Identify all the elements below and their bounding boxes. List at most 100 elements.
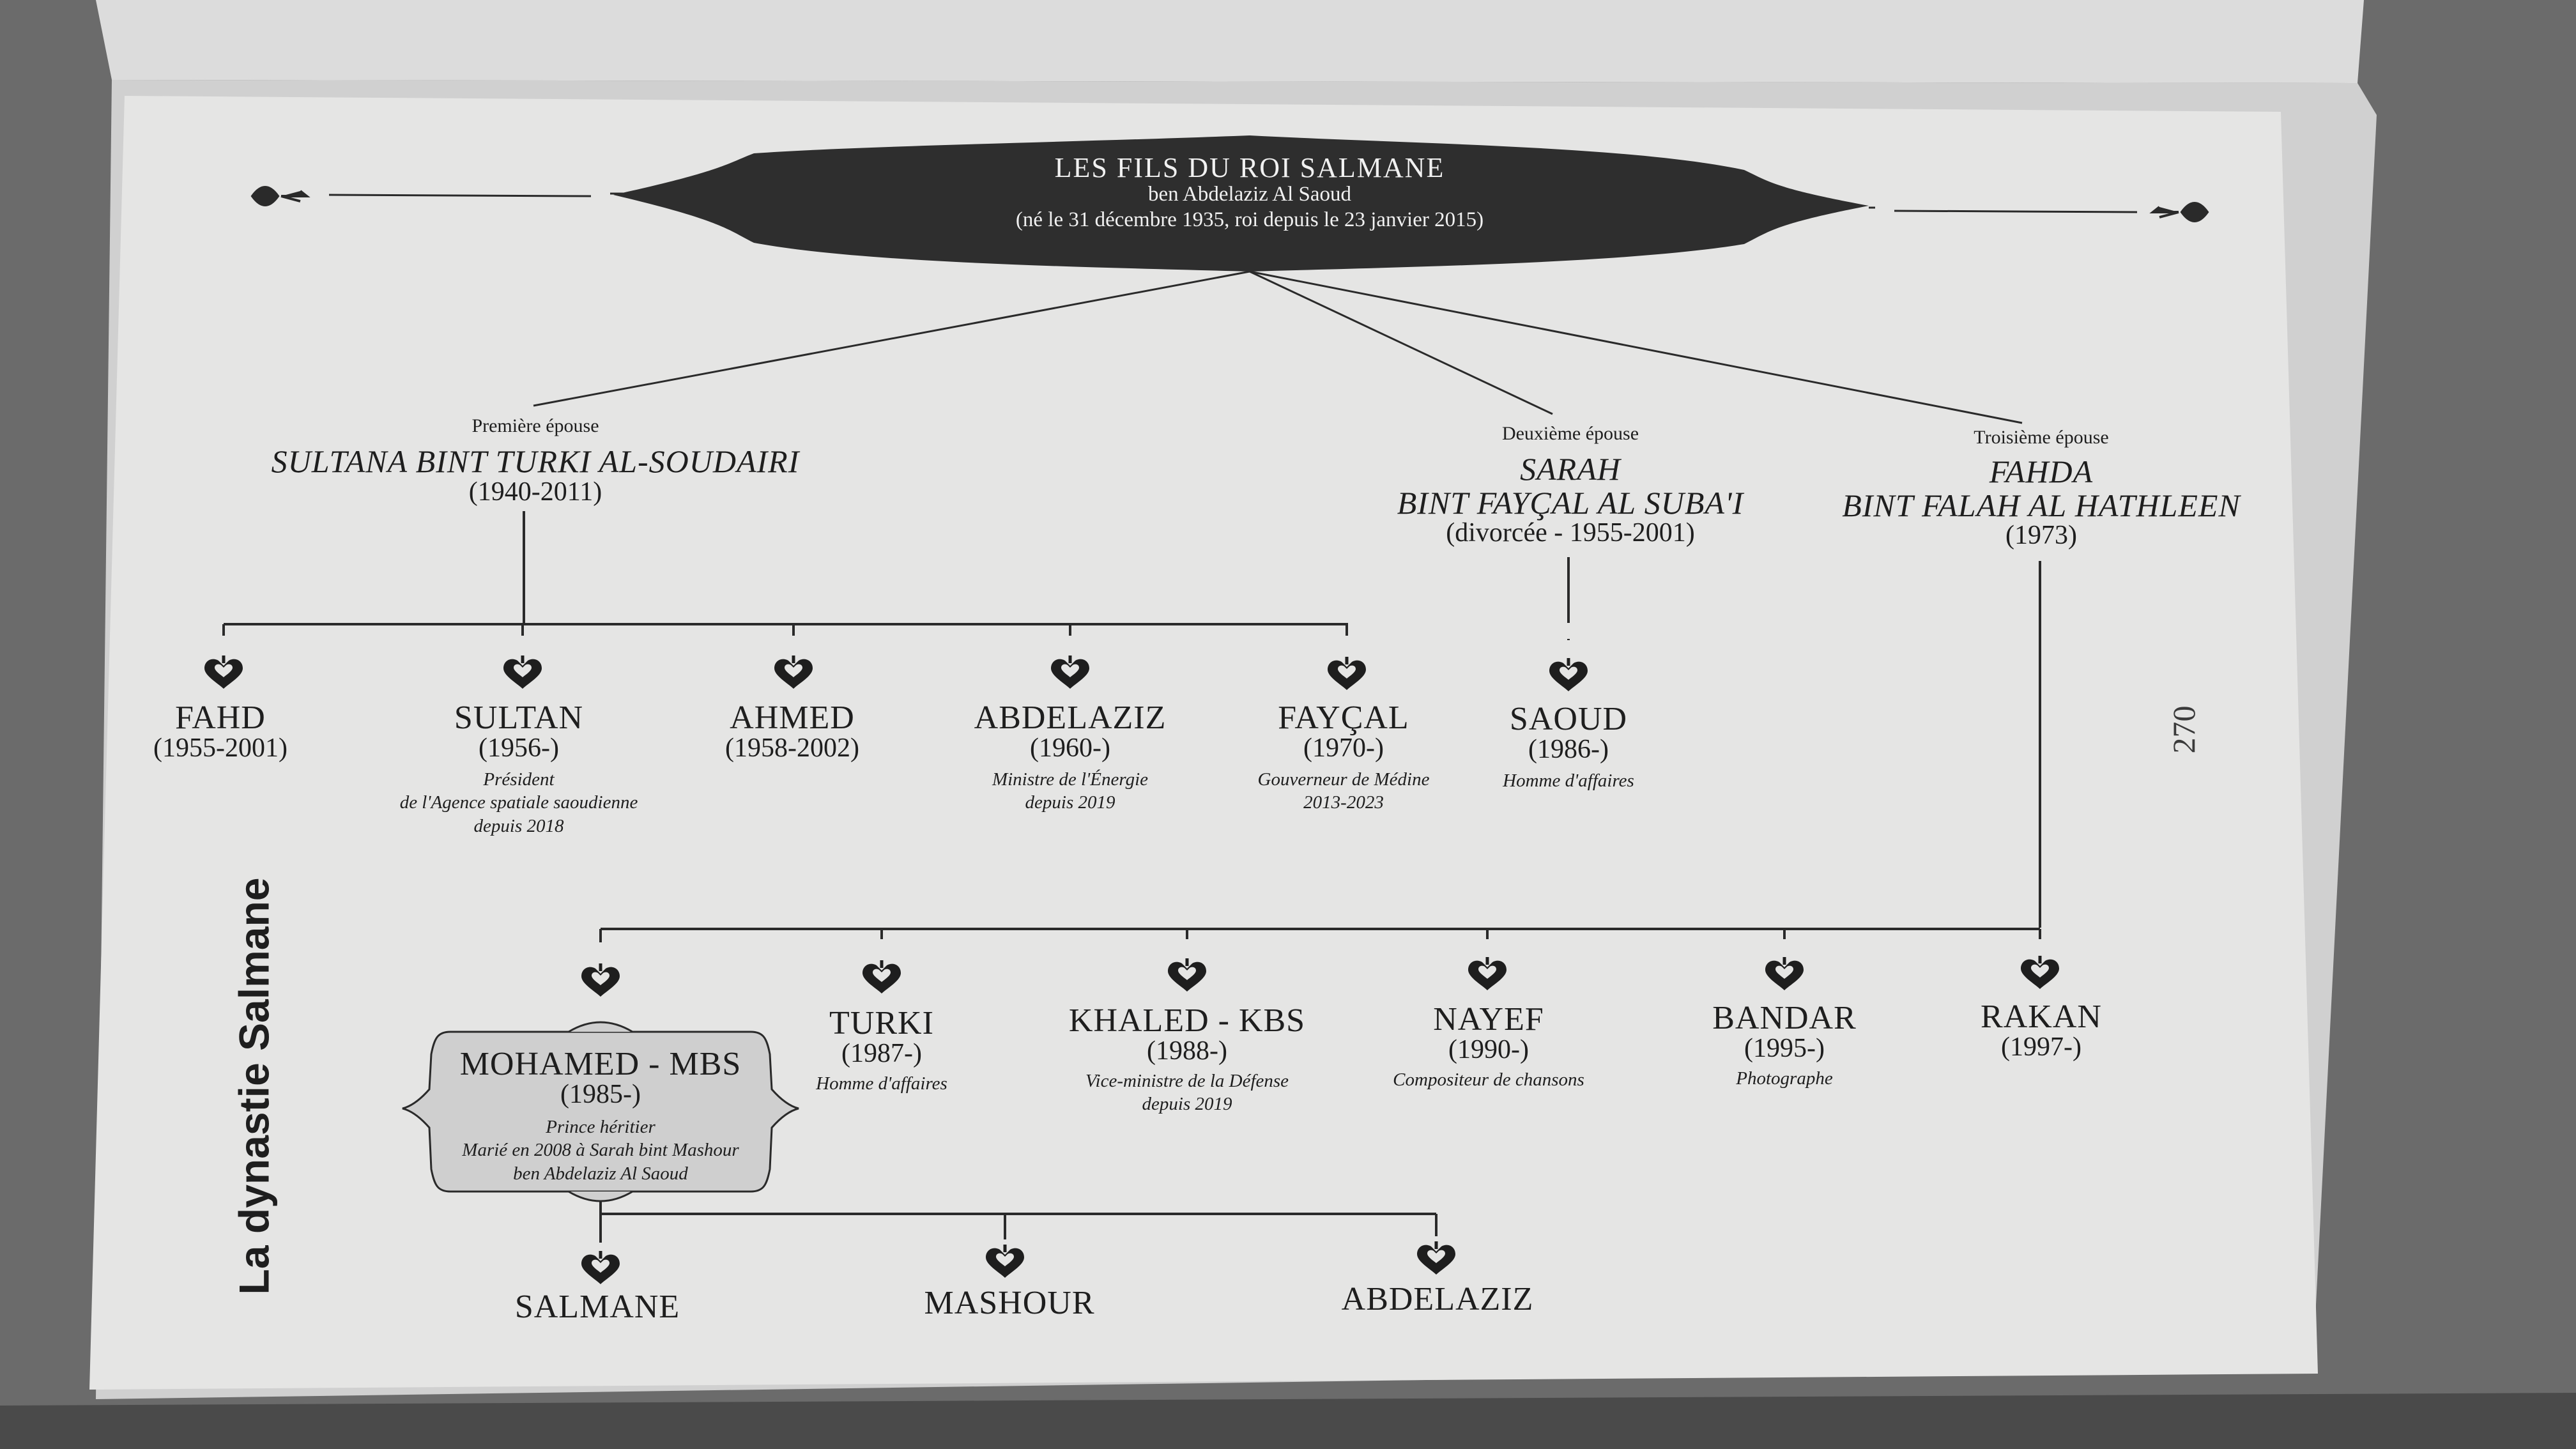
mbs-highlight-box xyxy=(402,1031,799,1193)
first-wife: Première épouse SULTANA BINT TURKI AL-SO… xyxy=(272,415,800,505)
grandson-mashour: MASHOUR xyxy=(924,1287,1094,1320)
son-rakan: RAKAN (1997-) xyxy=(1981,1000,2102,1061)
son-years: (1958-2002) xyxy=(725,733,859,763)
wife-label: Troisième épouse xyxy=(1974,427,2109,448)
son-name: SAOUD xyxy=(1509,701,1628,737)
son-years: (1985-) xyxy=(560,1080,641,1109)
son-years: (1988-) xyxy=(1147,1036,1227,1066)
son-years: (1960-) xyxy=(1030,733,1110,763)
grandson-name: MASHOUR xyxy=(924,1285,1095,1321)
note-line: 2013-2023 xyxy=(1303,792,1384,813)
son-years: (1990-) xyxy=(1448,1035,1529,1064)
son-name: ABDELAZIZ xyxy=(974,700,1167,736)
son-nayef: NAYEF (1990-) Compositeur de chansons xyxy=(1393,1003,1584,1091)
note-line: ben Abdelaziz Al Saoud xyxy=(513,1163,688,1184)
son-name: NAYEF xyxy=(1433,1001,1544,1038)
wife-name-line2: BINT FALAH AL HATHLEEN xyxy=(1842,487,2241,523)
son-sultan: SULTAN (1956-) Président de l'Agence spa… xyxy=(400,702,638,838)
son-name: FAHD xyxy=(175,700,266,736)
son-name: AHMED xyxy=(730,700,855,736)
son-note: Compositeur de chansons xyxy=(1393,1068,1584,1091)
note-line: depuis 2019 xyxy=(1025,792,1116,813)
son-name: KHALED - KBS xyxy=(1068,1002,1306,1039)
title-block: LES FILS DU ROI SALMANE ben Abdelaziz Al… xyxy=(1016,153,1483,234)
note-line: Ministre de l'Énergie xyxy=(992,769,1149,790)
son-years: (1970-) xyxy=(1303,733,1384,763)
ornament-left-icon xyxy=(250,186,310,206)
note-line: depuis 2018 xyxy=(473,815,564,836)
son-fahd: FAHD (1955-2001) xyxy=(153,702,288,762)
side-title-line1: La dynastie xyxy=(230,1062,278,1295)
title-banner xyxy=(613,135,1869,272)
king-dates: (né le 31 décembre 1935, roi depuis le 2… xyxy=(1015,208,1484,232)
grandson-name: SALMANE xyxy=(514,1289,680,1325)
son-name: RAKAN xyxy=(1981,999,2102,1035)
note-line: Photographe xyxy=(1736,1068,1833,1089)
son-note: Gouverneur de Médine 2013-2023 xyxy=(1258,768,1430,815)
side-title-line2: Salmane xyxy=(230,877,278,1051)
grandson-name: ABDELAZIZ xyxy=(1341,1281,1534,1317)
son-abdelaziz: ABDELAZIZ (1960-) Ministre de l'Énergie … xyxy=(974,702,1167,815)
side-title: La dynastie Salmane xyxy=(231,878,278,1295)
previous-page-edge xyxy=(96,0,2364,83)
son-note: Président de l'Agence spatiale saoudienn… xyxy=(400,768,638,838)
third-wife: Troisième épouse FAHDA BINT FALAH AL HAT… xyxy=(1842,427,2241,549)
note-line: Président xyxy=(483,769,555,790)
diagram-title: LES FILS DU ROI SALMANE xyxy=(1054,152,1445,183)
son-note: Prince héritier Marié en 2008 à Sarah bi… xyxy=(460,1116,742,1185)
note-line: Prince héritier xyxy=(546,1117,656,1137)
mbs-box-bottom-notch xyxy=(568,1190,633,1202)
wife-years: (1973) xyxy=(2005,521,2077,550)
son-name: BANDAR xyxy=(1712,1000,1857,1036)
line-to-first-wife xyxy=(533,270,1250,407)
wife-years: (1940-2011) xyxy=(468,477,602,507)
son-ahmed: AHMED (1958-2002) xyxy=(725,702,859,762)
second-wife: Deuxième épouse SARAH BINT FAYÇAL AL SUB… xyxy=(1397,423,1744,546)
note-line: Homme d'affaires xyxy=(816,1073,947,1094)
son-years: (1995-) xyxy=(1744,1034,1825,1063)
wife-name: FAHDA xyxy=(1989,454,2094,489)
son-khaled-kbs: KHALED - KBS (1988-) Vice-ministre de la… xyxy=(1069,1004,1305,1116)
son-note: Homme d'affaires xyxy=(1503,769,1634,792)
son-years: (1997-) xyxy=(2001,1032,2082,1062)
son-years: (1986-) xyxy=(1528,735,1609,764)
son-name: TURKI xyxy=(829,1005,934,1041)
header-rule-left xyxy=(328,194,592,197)
grandson-salmane: SALMANE xyxy=(515,1291,680,1324)
wife-name: SULTANA BINT TURKI AL-SOUDAIRI xyxy=(271,443,800,479)
note-line: Vice-ministre de la Défense xyxy=(1085,1071,1289,1091)
note-line: de l'Agence spatiale saoudienne xyxy=(399,792,638,813)
son-faycal: FAYÇAL (1970-) Gouverneur de Médine 2013… xyxy=(1258,702,1430,815)
diagram-subtitle: ben Abdelaziz Al Saoud xyxy=(1147,183,1351,206)
note-line: Compositeur de chansons xyxy=(1393,1070,1584,1090)
line-to-third-wife xyxy=(1249,270,2023,424)
king-to-wife-lines xyxy=(533,270,2023,424)
son-years: (1956-) xyxy=(479,733,559,763)
note-line: depuis 2019 xyxy=(1142,1094,1232,1115)
note-line: Gouverneur de Médine xyxy=(1257,769,1430,790)
son-mohamed-mbs: MOHAMED - MBS (1985-) Prince héritier Ma… xyxy=(460,1048,742,1185)
wife-years: (divorcée - 1955-2001) xyxy=(1446,518,1695,548)
mbs-box-top-notch xyxy=(568,1021,633,1033)
son-name: SULTAN xyxy=(454,700,584,736)
page-number: 270 xyxy=(2166,705,2202,754)
wife-name-line2: BINT FAYÇAL AL SUBA'I xyxy=(1397,484,1744,521)
son-note: Vice-ministre de la Défense depuis 2019 xyxy=(1069,1070,1305,1116)
son-turki: TURKI (1987-) Homme d'affaires xyxy=(816,1007,947,1095)
line-to-second-wife xyxy=(1249,270,1553,415)
wife-name: SARAH xyxy=(1520,451,1621,487)
header-rule-right xyxy=(1894,210,2138,213)
grandson-abdelaziz: ABDELAZIZ xyxy=(1342,1283,1534,1316)
son-name: MOHAMED - MBS xyxy=(459,1046,742,1082)
desk-shadow xyxy=(0,1393,2576,1449)
tree-connector-lines xyxy=(222,511,2041,1243)
son-name: FAYÇAL xyxy=(1278,700,1409,736)
header-ornaments xyxy=(250,186,2209,222)
note-line: Marié en 2008 à Sarah bint Mashour xyxy=(462,1140,739,1161)
son-bandar: BANDAR (1995-) Photographe xyxy=(1712,1002,1857,1090)
ornament-right-icon xyxy=(2149,202,2209,222)
note-line: Homme d'affaires xyxy=(1503,770,1634,791)
son-years: (1987-) xyxy=(841,1039,922,1068)
son-note: Ministre de l'Énergie depuis 2019 xyxy=(974,768,1167,815)
